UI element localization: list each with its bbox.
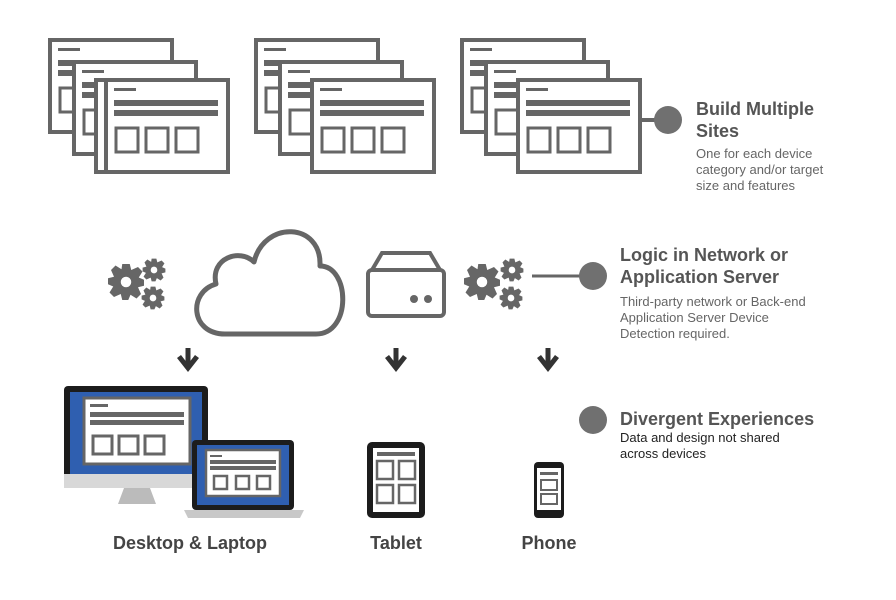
gears-icon-right	[464, 258, 524, 310]
logic-desc-line3: Detection required.	[620, 326, 730, 341]
divergent-annotation: Divergent Experiences Data and design no…	[620, 408, 814, 462]
desktop-laptop-label: Desktop & Laptop	[112, 533, 267, 553]
logic-desc-line1: Third-party network or Back-end	[620, 294, 806, 309]
divergent-dot	[579, 406, 607, 434]
arrow-down-icon	[177, 348, 199, 372]
connector-build	[640, 106, 682, 134]
arrow-down-icon	[385, 348, 407, 372]
divergent-desc-line1: Data and design not shared	[620, 430, 780, 445]
logic-desc-line2: Application Server Device	[620, 310, 769, 325]
gears-icon-left	[108, 258, 166, 310]
site-stack-3	[460, 38, 642, 174]
window-front-icon	[516, 78, 642, 174]
tablet-icon	[367, 442, 425, 518]
build-desc-line1: One for each device	[696, 146, 813, 161]
desktop-monitor-icon	[64, 386, 208, 504]
connector-logic	[532, 262, 607, 290]
build-annotation: Build Multiple Sites One for each device…	[696, 98, 823, 194]
tablet-label: Tablet	[370, 533, 422, 553]
site-stack-1	[48, 38, 230, 174]
cloud-icon	[194, 229, 346, 337]
build-desc-line3: size and features	[696, 178, 796, 193]
build-desc-line2: category and/or target	[696, 162, 824, 177]
build-title-line2: Sites	[696, 121, 740, 141]
logic-title-line2: Application Server	[620, 267, 780, 287]
phone-icon	[534, 462, 564, 518]
logic-title-line1: Logic in Network or	[620, 245, 789, 265]
window-front-icon	[104, 78, 230, 174]
laptop-icon	[184, 440, 304, 518]
window-front-icon	[310, 78, 436, 174]
divergent-title: Divergent Experiences	[620, 409, 815, 429]
phone-label: Phone	[521, 533, 577, 553]
build-title-line1: Build Multiple	[696, 99, 814, 119]
arrow-down-icon	[537, 348, 559, 372]
logic-annotation: Logic in Network or Application Server T…	[620, 244, 806, 342]
divergent-desc-line2: across devices	[620, 446, 706, 461]
server-icon	[366, 251, 446, 318]
site-stack-2	[254, 38, 436, 174]
